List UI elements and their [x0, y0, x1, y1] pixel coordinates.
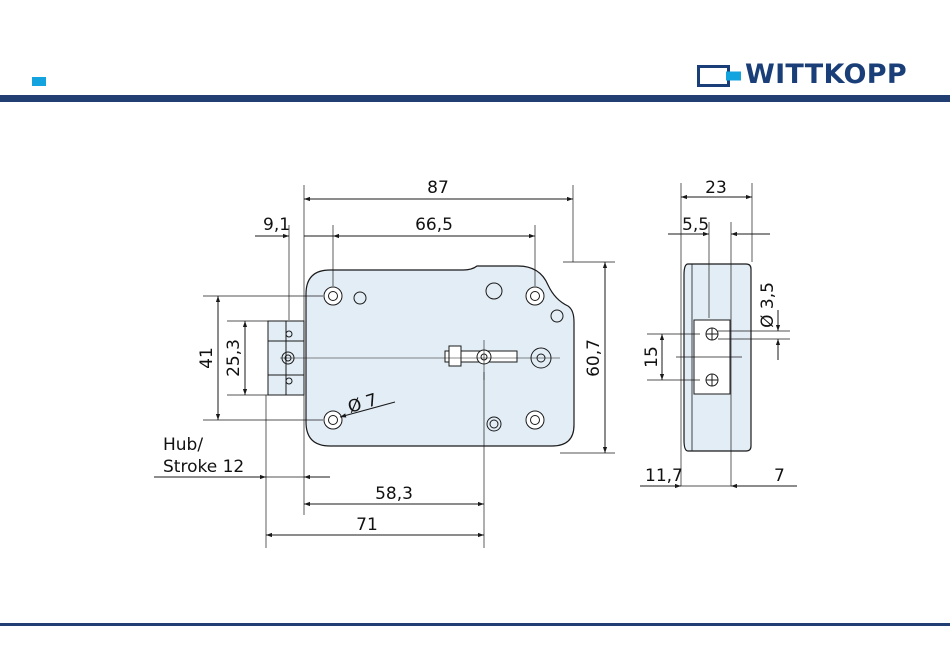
- stroke-label-hub: Hub/: [163, 435, 203, 455]
- footer-rule: [0, 623, 950, 626]
- dim-71: 71: [356, 515, 378, 535]
- dim-15: 15: [642, 346, 662, 368]
- dim-9-1: 9,1: [263, 215, 290, 235]
- dim-11-7: 11,7: [645, 466, 683, 486]
- dim-diameter-3-5: Ø 3,5: [758, 282, 778, 328]
- dim-87: 87: [427, 178, 449, 198]
- dim-58-3: 58,3: [375, 484, 413, 504]
- dim-5-5: 5,5: [682, 215, 709, 235]
- dim-7: 7: [774, 466, 785, 486]
- side-view: [640, 183, 797, 486]
- dim-23: 23: [705, 178, 727, 198]
- dim-25-3: 25,3: [224, 339, 244, 377]
- dim-66-5: 66,5: [415, 215, 453, 235]
- dim-60-7: 60,7: [584, 339, 604, 377]
- stroke-label-stroke: Stroke 12: [163, 457, 244, 477]
- dim-41: 41: [197, 347, 217, 369]
